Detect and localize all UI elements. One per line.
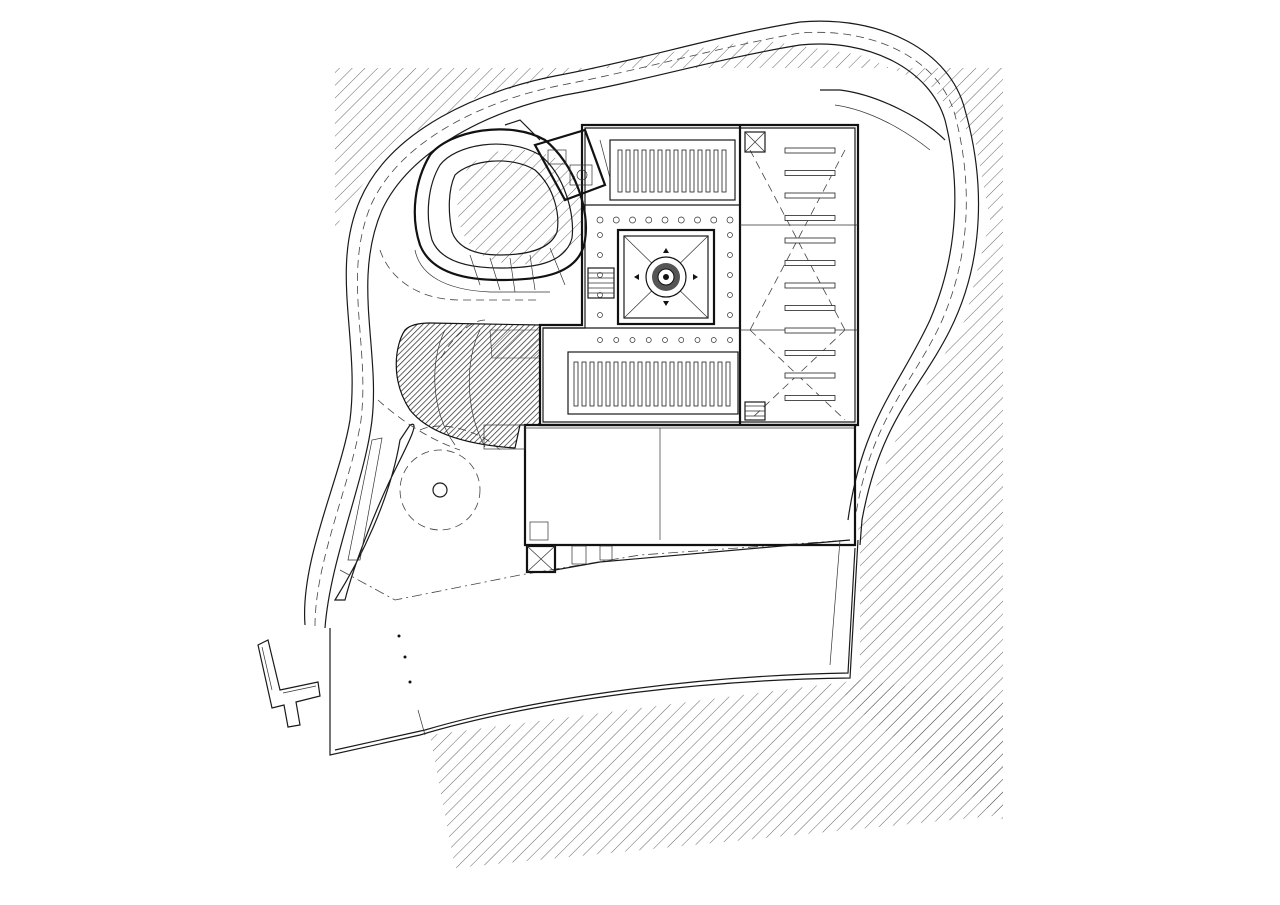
bookshelf bbox=[784, 170, 836, 176]
bookshelf bbox=[653, 361, 659, 407]
column bbox=[727, 312, 733, 318]
stack-area-east bbox=[784, 147, 836, 401]
bookshelf bbox=[784, 147, 836, 154]
arrow-left-icon bbox=[634, 274, 639, 280]
auditorium-block bbox=[413, 119, 587, 293]
column bbox=[596, 216, 604, 224]
bookshelf bbox=[633, 149, 639, 193]
bookshelf bbox=[693, 361, 699, 407]
bookshelf bbox=[573, 361, 579, 407]
bookshelf bbox=[629, 361, 635, 407]
bookshelf bbox=[625, 149, 631, 193]
bookshelf bbox=[637, 361, 643, 407]
bookshelf bbox=[617, 149, 623, 193]
column bbox=[694, 337, 701, 343]
column bbox=[629, 337, 636, 343]
bookshelf bbox=[689, 149, 695, 193]
column bbox=[645, 337, 652, 343]
building-footprint bbox=[325, 122, 860, 740]
bookshelf bbox=[784, 305, 836, 311]
column bbox=[727, 292, 733, 298]
bookshelf bbox=[673, 149, 679, 193]
bookshelf bbox=[665, 149, 671, 193]
bookshelf bbox=[669, 361, 675, 407]
bookshelf bbox=[784, 260, 836, 266]
column bbox=[629, 216, 636, 224]
bookshelf bbox=[605, 361, 611, 407]
bookshelf bbox=[621, 361, 627, 407]
column bbox=[645, 216, 653, 224]
lower-hall bbox=[483, 423, 857, 574]
bookshelf bbox=[705, 149, 711, 193]
stairs bbox=[587, 131, 766, 421]
central-courtyard bbox=[616, 228, 716, 326]
column bbox=[662, 337, 668, 343]
access-road bbox=[303, 20, 980, 629]
bookshelf bbox=[709, 361, 715, 407]
bookshelf bbox=[721, 149, 727, 193]
bookshelf bbox=[657, 149, 663, 193]
bookshelf bbox=[701, 361, 707, 407]
bookshelf bbox=[681, 149, 687, 193]
gate-structure bbox=[257, 639, 321, 728]
bookshelf bbox=[581, 361, 587, 407]
column bbox=[613, 337, 620, 343]
column bbox=[597, 252, 603, 258]
bookshelf bbox=[713, 149, 719, 193]
column bbox=[597, 312, 603, 318]
reading-room-north bbox=[609, 139, 736, 201]
column bbox=[597, 272, 603, 278]
bookshelf bbox=[784, 215, 836, 221]
column bbox=[597, 292, 603, 298]
column bbox=[727, 232, 733, 238]
bookshelf bbox=[784, 395, 836, 401]
bookshelf bbox=[784, 350, 836, 356]
column bbox=[678, 337, 685, 343]
bookshelf bbox=[697, 149, 703, 193]
bookshelf bbox=[784, 237, 836, 244]
column bbox=[727, 252, 733, 258]
bookshelf bbox=[784, 372, 836, 379]
entrance-canopy bbox=[395, 322, 541, 449]
bookshelf bbox=[784, 192, 836, 199]
column bbox=[727, 272, 733, 278]
bookshelf bbox=[725, 361, 731, 407]
column bbox=[677, 216, 685, 224]
column bbox=[597, 232, 603, 238]
arrow-right-icon bbox=[693, 274, 698, 280]
column bbox=[694, 216, 701, 224]
forecourt bbox=[329, 539, 859, 756]
column bbox=[597, 337, 603, 343]
column bbox=[710, 337, 717, 343]
bookshelf bbox=[641, 149, 647, 193]
compass-rose-icon bbox=[645, 256, 687, 298]
courtyard-columns bbox=[596, 216, 734, 343]
bookshelf bbox=[784, 327, 836, 334]
bookshelf bbox=[685, 361, 691, 407]
column bbox=[726, 216, 734, 224]
reading-room-south bbox=[567, 351, 739, 415]
bookshelf bbox=[661, 361, 667, 407]
bookshelf bbox=[717, 361, 723, 407]
bookshelf bbox=[784, 282, 836, 289]
bookshelf bbox=[597, 361, 603, 407]
bookshelf bbox=[589, 361, 595, 407]
bookshelf bbox=[645, 361, 651, 407]
column bbox=[710, 216, 718, 224]
column bbox=[727, 337, 733, 343]
arrow-up-icon bbox=[663, 248, 669, 253]
bookshelf bbox=[613, 361, 619, 407]
column bbox=[661, 216, 669, 224]
roundabout bbox=[399, 449, 481, 531]
column bbox=[612, 216, 620, 224]
arrow-down-icon bbox=[663, 301, 669, 306]
bookshelf bbox=[649, 149, 655, 193]
bookshelf bbox=[677, 361, 683, 407]
